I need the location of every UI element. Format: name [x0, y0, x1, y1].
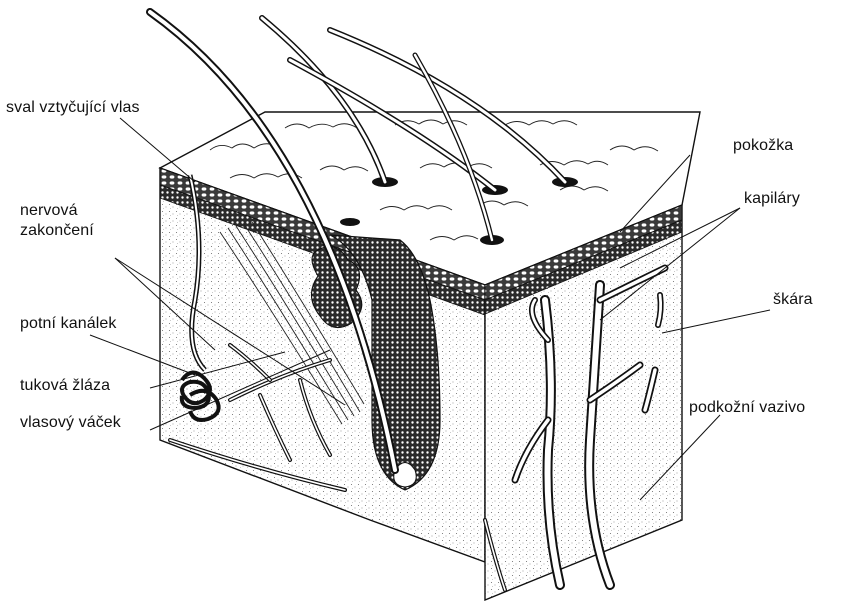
label-arrector-pili: sval vztyčující vlas: [6, 99, 140, 117]
label-nerve-endings-line2: zakončení: [20, 222, 94, 240]
label-sweat-duct: potní kanálek: [20, 315, 116, 333]
label-capillaries: kapiláry: [744, 190, 800, 208]
label-hair-follicle: vlasový váček: [20, 414, 121, 432]
label-nerve-endings-line1: nervová: [20, 202, 78, 220]
label-epidermis: pokožka: [733, 137, 793, 155]
label-sebaceous-gland: tuková žláza: [20, 377, 110, 395]
label-hypodermis: podkožní vazivo: [689, 399, 805, 417]
label-dermis: škára: [773, 291, 813, 309]
